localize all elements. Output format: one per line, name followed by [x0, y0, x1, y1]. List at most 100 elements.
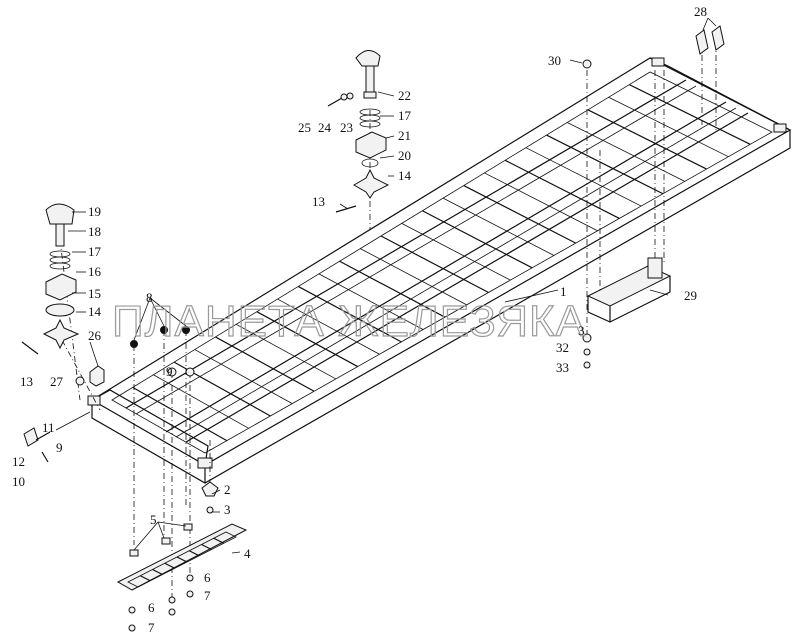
callout-7-right: 7	[204, 588, 211, 603]
callout-27: 27	[50, 374, 64, 389]
cross-member	[525, 147, 642, 207]
callout-19: 19	[88, 204, 101, 219]
cross-member	[339, 260, 446, 318]
rear-support-29	[586, 257, 672, 323]
callout-25: 25	[298, 120, 311, 135]
callout-7-left: 7	[148, 620, 155, 635]
lock-pin-22	[355, 50, 381, 99]
bracket-21	[355, 131, 387, 159]
cross-plate-14-lower	[42, 318, 80, 350]
ladder-rung	[164, 562, 176, 569]
callout-3-right: 3	[578, 323, 585, 338]
fasteners-6-7	[128, 574, 194, 632]
ladder-rung	[213, 537, 225, 544]
callout-21: 21	[398, 128, 411, 143]
ladder-rungs	[139, 537, 225, 582]
callout-17-lower: 17	[88, 244, 102, 259]
callout-20: 20	[398, 148, 411, 163]
callout-18: 18	[88, 224, 101, 239]
cross-member	[546, 134, 664, 195]
cross-member	[504, 159, 620, 219]
callout-33: 33	[556, 360, 569, 375]
callout-13-lower: 13	[20, 374, 33, 389]
callout-14-upper: 14	[398, 168, 412, 183]
cross-member	[215, 336, 315, 392]
callout-23: 23	[340, 120, 353, 135]
callout-24: 24	[318, 120, 332, 135]
cross-member	[277, 298, 380, 355]
callout-13-upper: 13	[312, 194, 325, 209]
cross-member	[153, 374, 249, 429]
callout-16: 16	[88, 264, 102, 279]
fasteners-30-32-33	[582, 59, 592, 369]
callout-4: 4	[244, 546, 251, 561]
callout-5: 5	[150, 512, 157, 527]
callout-labels: 1 2 3 3 4 5 6 6 7 7 8 9 9 10 11 12 13 13…	[12, 4, 707, 635]
callout-22: 22	[398, 88, 411, 103]
callout-9-lower: 9	[56, 440, 63, 455]
cross-member	[422, 210, 533, 269]
callout-28: 28	[694, 4, 707, 19]
ladder-rung	[176, 556, 188, 563]
cross-member	[380, 235, 489, 294]
ladder-rung	[188, 550, 200, 557]
corner-clamps-28	[695, 25, 725, 55]
callout-3-lower: 3	[224, 502, 231, 517]
callout-1: 1	[560, 284, 567, 299]
cross-member	[587, 109, 707, 170]
cross-member	[256, 311, 358, 368]
bolt-25-24-23	[327, 92, 354, 107]
cross-member	[318, 273, 424, 330]
fasteners-2-3	[201, 481, 219, 514]
callout-17-upper: 17	[398, 108, 412, 123]
cross-member	[194, 349, 293, 404]
callout-15: 15	[88, 286, 101, 301]
callout-8: 8	[146, 290, 153, 305]
spring-17-upper	[359, 108, 381, 128]
callout-26: 26	[88, 328, 102, 343]
cross-member	[567, 122, 685, 182]
step-ladder-4	[116, 523, 248, 591]
fasteners-5	[129, 523, 193, 557]
callout-11: 11	[42, 420, 55, 435]
watermark-text: ПЛАНЕТА ЖЕЛЕЗЯКА	[112, 297, 586, 346]
bracket-26	[89, 365, 105, 387]
hook-12-11-10	[23, 427, 51, 463]
cross-member	[401, 223, 511, 281]
fasteners-8	[130, 326, 190, 348]
cross-member	[484, 172, 598, 232]
cross-member	[297, 285, 402, 343]
platform-frame	[87, 57, 792, 484]
callout-30: 30	[548, 53, 561, 68]
cross-member	[360, 248, 467, 306]
pin-13-lower	[21, 341, 39, 355]
cross-member	[629, 84, 751, 145]
fasteners-9	[167, 367, 195, 377]
cross-member	[235, 323, 337, 380]
frame-cross-members	[132, 84, 751, 442]
bracket-16	[45, 273, 77, 301]
callout-2: 2	[224, 482, 231, 497]
callout-9-upper: 9	[166, 364, 173, 379]
callout-14-lower: 14	[88, 304, 102, 319]
ladder-rung	[201, 543, 212, 551]
cross-member	[442, 197, 555, 256]
callout-10: 10	[12, 474, 25, 489]
spring-17-lower	[49, 250, 71, 270]
washer-15	[45, 303, 75, 317]
cross-member	[463, 185, 577, 244]
cross-member	[608, 96, 729, 158]
lock-pin-19	[45, 203, 75, 247]
assembly-lines	[59, 42, 717, 600]
ladder-rung	[139, 575, 151, 582]
washer-20	[361, 158, 379, 168]
cross-plate-14-upper	[353, 168, 390, 199]
leader-lines	[55, 17, 717, 554]
callout-12: 12	[12, 454, 25, 469]
nut-27	[75, 376, 85, 386]
callout-6-right: 6	[204, 570, 211, 585]
ladder-rung	[152, 568, 163, 576]
cross-member	[132, 386, 228, 442]
callout-32: 32	[556, 340, 569, 355]
